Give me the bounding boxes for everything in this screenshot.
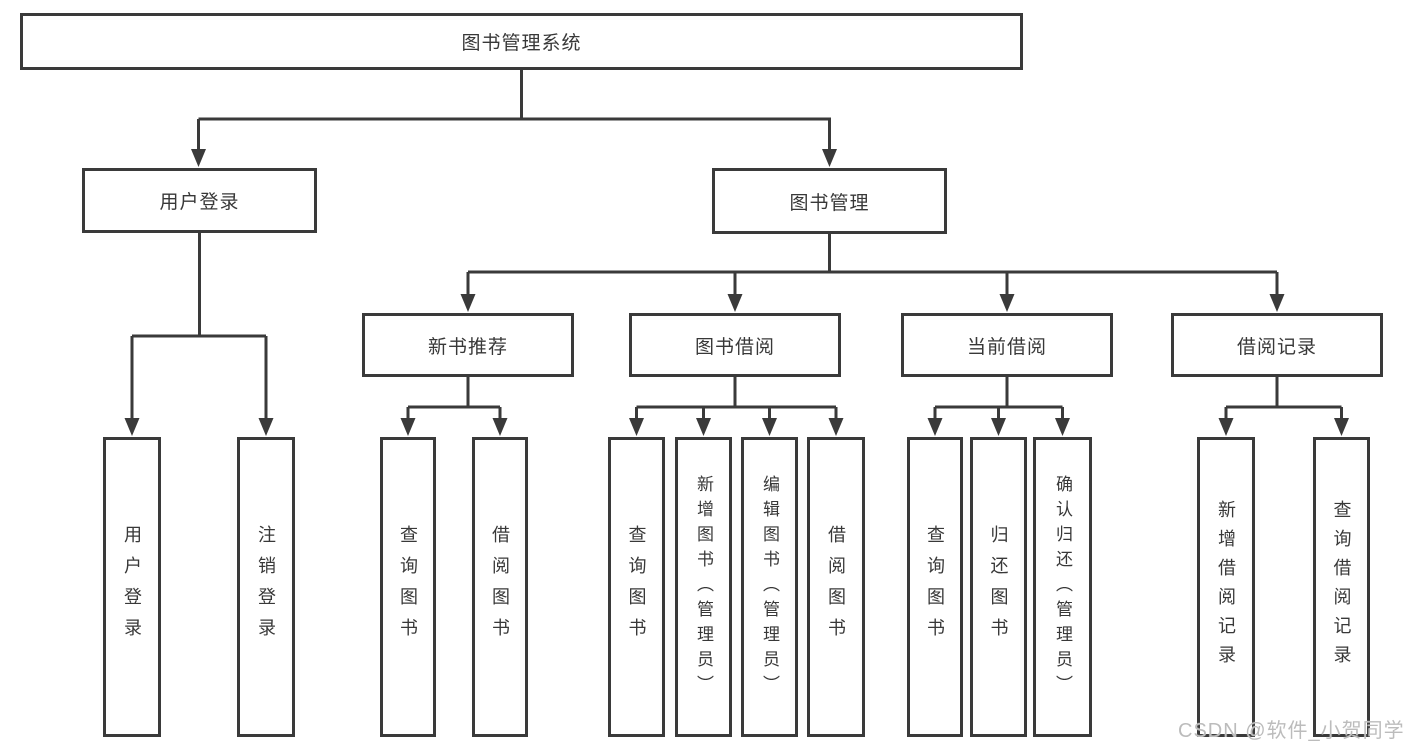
leaf-records-query-record: 查询借阅记录 [1313,437,1370,737]
leaf-newbooks-query-books: 查询图书 [380,437,436,737]
node-label: 新增图书（管理员） [694,474,713,700]
node-book-management: 图书管理 [712,168,947,234]
node-book-borrowing: 图书借阅 [629,313,841,377]
leaf-logout: 注销登录 [237,437,295,737]
node-label: 查询图书 [925,525,945,649]
node-label: 查询图书 [398,525,418,649]
node-label: 查询借阅记录 [1331,500,1352,674]
node-library-management-system: 图书管理系统 [20,13,1023,70]
leaf-records-add-record: 新增借阅记录 [1197,437,1255,737]
leaf-borrowing-add-books-admin: 新增图书（管理员） [675,437,732,737]
node-label: 借阅图书 [826,525,846,649]
node-label: 归还图书 [988,525,1009,649]
leaf-borrowing-borrow-books: 借阅图书 [807,437,865,737]
node-label: 注销登录 [256,525,276,649]
csdn-watermark: CSDN @软件_小贺同学 [1178,720,1405,742]
node-label: 借阅图书 [490,525,510,649]
node-label: 图书借阅 [694,336,775,358]
leaf-borrowing-edit-books-admin: 编辑图书（管理员） [741,437,798,737]
node-label: 用户登录 [159,192,240,213]
node-borrowing-records: 借阅记录 [1171,313,1383,377]
node-label: 图书管理系统 [461,33,582,54]
leaf-user-login: 用户登录 [103,437,161,737]
leaf-borrowing-query-books: 查询图书 [608,437,665,737]
leaf-newbooks-borrow-books: 借阅图书 [472,437,528,737]
node-label: 用户登录 [122,525,142,649]
node-current-borrowing: 当前借阅 [901,313,1113,377]
node-label: 编辑图书（管理员） [760,474,779,700]
arrowheads [124,149,1349,436]
leaf-current-query-books: 查询图书 [907,437,963,737]
leaf-current-return-books: 归还图书 [970,437,1027,737]
node-user-login: 用户登录 [82,168,317,233]
leaf-current-confirm-return-admin: 确认归还（管理员） [1033,437,1092,737]
node-label: 当前借阅 [966,336,1047,358]
node-label: 确认归还（管理员） [1053,474,1072,700]
node-label: 查询图书 [626,525,647,649]
node-new-book-recommendation: 新书推荐 [362,313,574,377]
node-label: 借阅记录 [1236,336,1317,358]
node-label: 新增借阅记录 [1216,500,1236,674]
node-label: 图书管理 [789,192,870,214]
node-label: 新书推荐 [427,336,508,358]
